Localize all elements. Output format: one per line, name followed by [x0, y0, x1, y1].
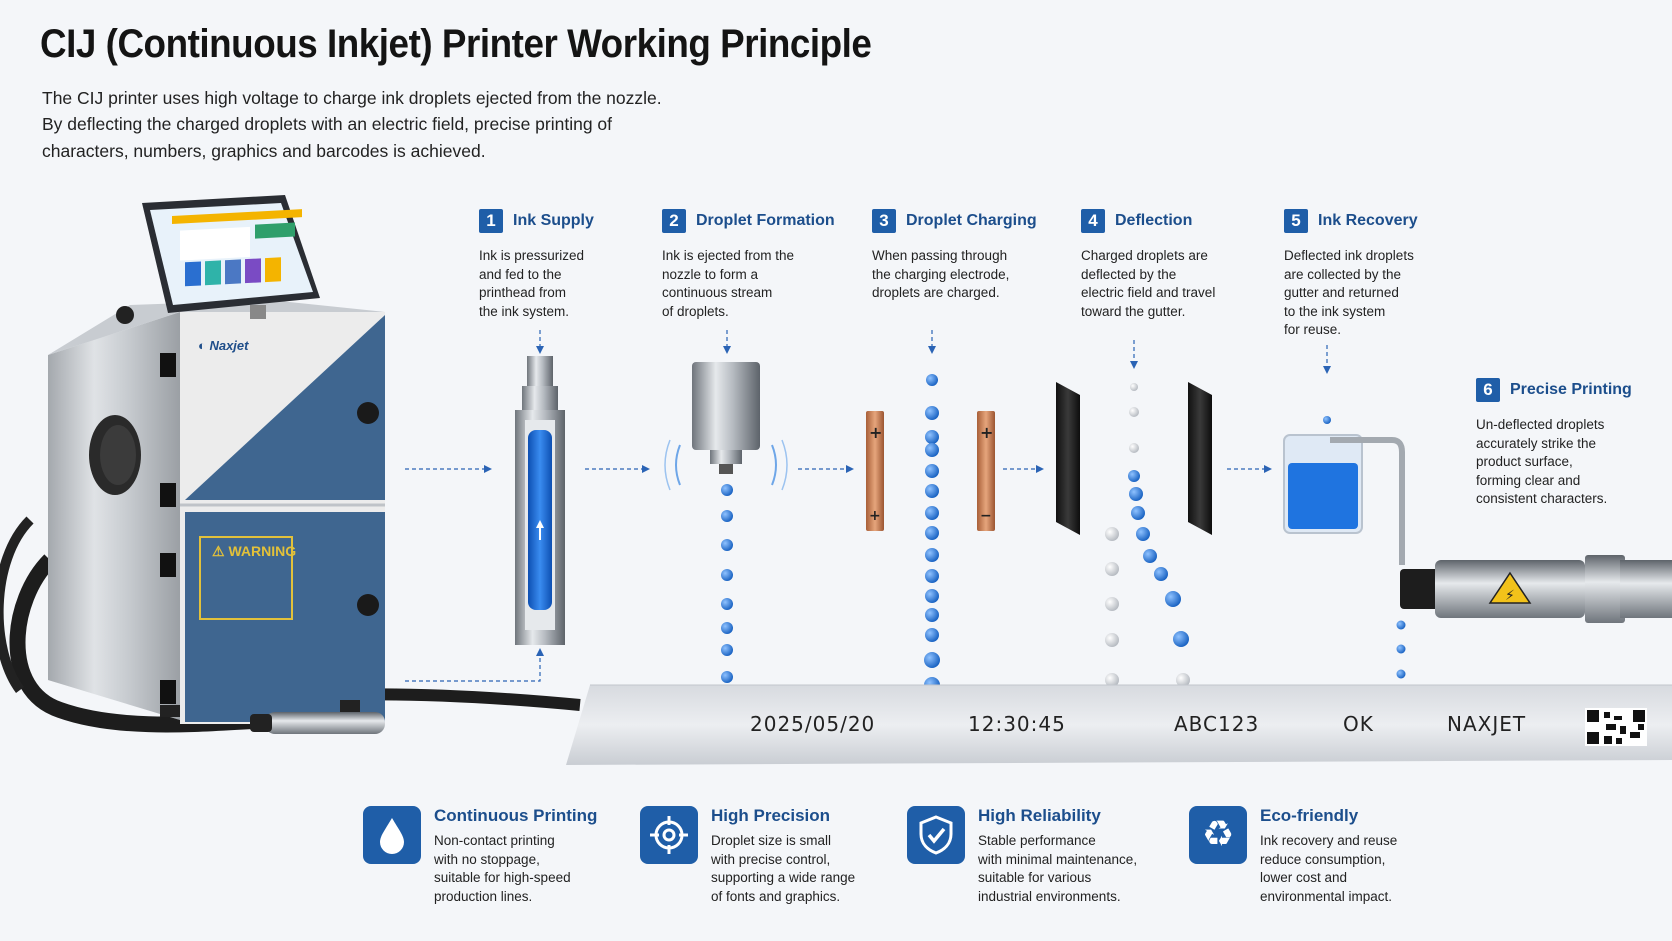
step-title: Droplet Charging: [906, 212, 1037, 229]
arrow-heads: [484, 346, 1331, 656]
printhead: ⚡: [1400, 555, 1672, 623]
feature-title: High Reliability: [978, 806, 1101, 825]
step-description: Ink is pressurized and fed to the printh…: [479, 248, 585, 319]
target-icon: [640, 806, 698, 864]
step-title: Precise Printing: [1510, 381, 1632, 398]
intro-line-1: The CIJ printer uses high voltage to cha…: [42, 88, 662, 108]
step-title: Ink Supply: [513, 212, 594, 229]
product-surface-strip: [566, 685, 1672, 765]
step-ink-supply: 1 Ink Supply Ink is pressurized and fed t…: [479, 209, 639, 321]
deflected-droplet-stream: [1105, 383, 1190, 687]
feature-title: High Precision: [711, 806, 831, 825]
feature-eco-friendly: ♻ Eco-friendly Ink recovery and reuse re…: [1189, 806, 1397, 906]
step-number: 4: [1081, 209, 1105, 233]
charging-electrodes: + + + −: [866, 411, 995, 531]
warning-label: ⚠ WARNING: [212, 543, 296, 559]
printer-brand-logo: ◐ Naxjet: [198, 338, 249, 353]
step-title: Deflection: [1115, 212, 1193, 229]
droplet-icon: [363, 806, 421, 864]
svg-text:−: −: [980, 508, 992, 524]
printed-status: OK: [1343, 712, 1374, 736]
step-droplet-charging: 3 Droplet Charging When passing through t…: [872, 209, 1052, 303]
printing-droplet-stream: [1396, 620, 1406, 703]
feature-high-reliability: High Reliability Stable performance with…: [907, 806, 1137, 906]
charged-droplet-stream: [924, 374, 940, 693]
step-description: Ink is ejected from the nozzle to form a…: [662, 248, 795, 319]
ink-supply-cartridge: [515, 356, 565, 645]
recycle-icon: ♻: [1189, 806, 1247, 864]
feature-continuous-printing: Continuous Printing Non-contact printing…: [363, 806, 597, 906]
step-number: 2: [662, 209, 686, 233]
feature-description: Ink recovery and reuse reduce consumptio…: [1260, 833, 1398, 904]
printed-brand: NAXJET: [1447, 712, 1527, 736]
svg-text:+: +: [980, 423, 993, 442]
step-number: 3: [872, 209, 896, 233]
svg-text:+: +: [869, 508, 881, 524]
qr-code: [1585, 708, 1647, 746]
intro-line-3: characters, numbers, graphics and barcod…: [42, 141, 486, 161]
nozzle: [664, 362, 788, 491]
step-description: Charged droplets are deflected by the el…: [1081, 248, 1216, 319]
feature-high-precision: High Precision Droplet size is small wit…: [640, 806, 855, 906]
feature-title: Eco-friendly: [1260, 806, 1359, 825]
step-description: Un-deflected droplets accurately strike …: [1476, 417, 1608, 506]
feature-title: Continuous Printing: [434, 806, 598, 825]
intro-line-2: By deflecting the charged droplets with …: [42, 114, 613, 134]
step-precise-printing: 6 Precise Printing Un-deflected droplets …: [1476, 378, 1656, 509]
step-number: 5: [1284, 209, 1308, 233]
step-droplet-formation: 2 Droplet Formation Ink is ejected from t…: [662, 209, 842, 321]
step-number: 6: [1476, 378, 1500, 402]
svg-text:⚡: ⚡: [1505, 588, 1515, 604]
deflection-plates: [1056, 382, 1212, 535]
step-ink-recovery: 5 Ink Recovery Deflected ink droplets are…: [1284, 209, 1454, 340]
feature-description: Droplet size is small with precise contr…: [711, 833, 856, 904]
step-title: Droplet Formation: [696, 212, 835, 229]
cij-printer-machine: [0, 195, 581, 734]
step-deflection: 4 Deflection Charged droplets are deflect…: [1081, 209, 1261, 321]
printed-code: ABC123: [1174, 712, 1260, 736]
printed-date: 2025/05/20: [750, 712, 876, 736]
step-description: Deflected ink droplets are collected by …: [1284, 248, 1414, 337]
step-title: Ink Recovery: [1318, 212, 1418, 229]
feature-description: Stable performance with minimal maintena…: [978, 833, 1138, 904]
svg-text:+: +: [869, 423, 882, 442]
shield-check-icon: [907, 806, 965, 864]
page-title: CIJ (Continuous Inkjet) Printer Working …: [40, 22, 872, 66]
feature-description: Non-contact printing with no stoppage, s…: [434, 833, 571, 904]
step-number: 1: [479, 209, 503, 233]
droplet-stream-formation: [721, 484, 733, 683]
ink-recovery-beaker: [1283, 416, 1405, 565]
step-description: When passing through the charging electr…: [872, 248, 1010, 300]
printed-time: 12:30:45: [968, 712, 1066, 736]
